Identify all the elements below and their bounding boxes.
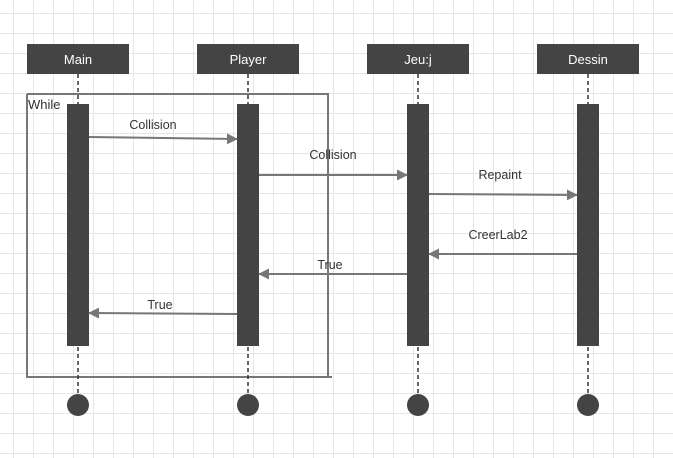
message-collision-player-jeu[interactable]: Collision bbox=[259, 148, 408, 181]
while-frame[interactable]: While bbox=[26, 93, 332, 378]
end-marker-player bbox=[237, 394, 259, 416]
participant-label-main: Main bbox=[64, 52, 92, 67]
participant-label-dessin: Dessin bbox=[568, 52, 608, 67]
end-marker-dessin bbox=[577, 394, 599, 416]
participant-header-jeu[interactable] bbox=[367, 44, 469, 74]
message-label: CreerLab2 bbox=[468, 228, 527, 242]
activation-bar-jeu[interactable] bbox=[407, 104, 429, 346]
end-marker-jeu bbox=[407, 394, 429, 416]
message-label: Collision bbox=[309, 148, 356, 162]
participant-label-player: Player bbox=[230, 52, 268, 67]
message-collision-main-player[interactable]: Collision bbox=[88, 118, 238, 145]
message-repaint-jeu-dessin[interactable]: Repaint bbox=[428, 168, 578, 201]
message-creerlab2-dessin-jeu[interactable]: CreerLab2 bbox=[428, 228, 577, 260]
activation-bar-player[interactable] bbox=[237, 104, 259, 346]
message-arrow bbox=[88, 133, 238, 145]
participant-header-main[interactable] bbox=[27, 44, 129, 74]
message-arrow bbox=[428, 189, 578, 201]
participant-label-jeu: Jeu:j bbox=[404, 52, 432, 67]
message-label: Repaint bbox=[478, 168, 522, 182]
message-true-jeu-player[interactable]: True bbox=[258, 258, 407, 280]
participant-header-player[interactable] bbox=[197, 44, 299, 74]
participant-header-dessin[interactable] bbox=[537, 44, 639, 74]
message-label: True bbox=[317, 258, 342, 272]
activation-bar-dessin[interactable] bbox=[577, 104, 599, 346]
message-label: Collision bbox=[129, 118, 176, 132]
while-frame-border bbox=[26, 93, 332, 378]
message-arrow bbox=[88, 307, 238, 319]
message-label: True bbox=[147, 298, 172, 312]
end-marker-main bbox=[67, 394, 89, 416]
participant-dessin[interactable]: Dessin bbox=[537, 44, 639, 416]
participant-jeu[interactable]: Jeu:j bbox=[367, 44, 469, 416]
participant-player[interactable]: Player bbox=[197, 44, 299, 416]
while-frame-label: While bbox=[28, 97, 61, 112]
activation-bar-main[interactable] bbox=[67, 104, 89, 346]
message-true-player-main[interactable]: True bbox=[88, 298, 238, 319]
participant-main[interactable]: Main bbox=[27, 44, 129, 416]
